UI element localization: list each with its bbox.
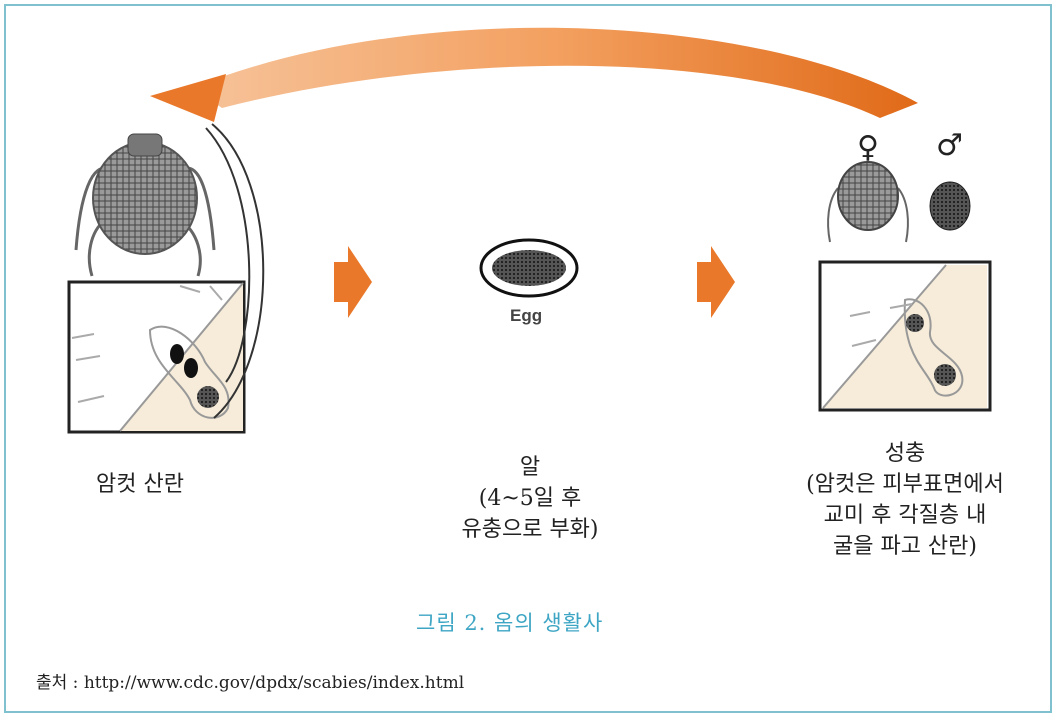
skin-panel-burrow bbox=[818, 260, 992, 412]
stage-label-line: 암컷 산란 bbox=[96, 472, 184, 497]
egg-illustration bbox=[479, 238, 579, 298]
stage-label-laying: 암컷 산란 bbox=[96, 469, 184, 500]
return-arrow bbox=[150, 27, 918, 122]
figure-caption: 그림 2. 옴의 생활사 bbox=[416, 611, 604, 635]
adult-female-mite bbox=[827, 161, 909, 243]
source-credit: 출처 : http://www.cdc.gov/dpdx/scabies/ind… bbox=[36, 673, 465, 693]
male-symbol: ♂ bbox=[936, 128, 963, 163]
stage-label-line: 성충 bbox=[884, 441, 926, 466]
stage-label-adult: 성충 (암컷은 피부표면에서 교미 후 각질층 내 굴을 파고 산란) bbox=[770, 438, 1040, 562]
egg-label: Egg bbox=[510, 306, 543, 325]
progress-arrow-2 bbox=[697, 246, 735, 318]
stage-label-line: 알 bbox=[519, 455, 541, 480]
female-mite-illustration bbox=[74, 133, 216, 277]
stage-label-line: (4~5일 후 bbox=[478, 486, 582, 511]
stage-label-line: 유충으로 부화) bbox=[461, 517, 599, 542]
stage-label-egg: 알 (4~5일 후 유충으로 부화) bbox=[420, 452, 640, 545]
stage-label-line: (암컷은 피부표면에서 bbox=[806, 472, 1004, 497]
skin-panel-laying bbox=[67, 123, 265, 434]
stage-label-line: 교미 후 각질층 내 bbox=[823, 503, 987, 528]
stage-label-line: 굴을 파고 산란) bbox=[832, 534, 977, 559]
adult-male-mite bbox=[929, 181, 971, 231]
female-symbol: ♀ bbox=[857, 130, 879, 165]
progress-arrow-1 bbox=[334, 246, 372, 318]
